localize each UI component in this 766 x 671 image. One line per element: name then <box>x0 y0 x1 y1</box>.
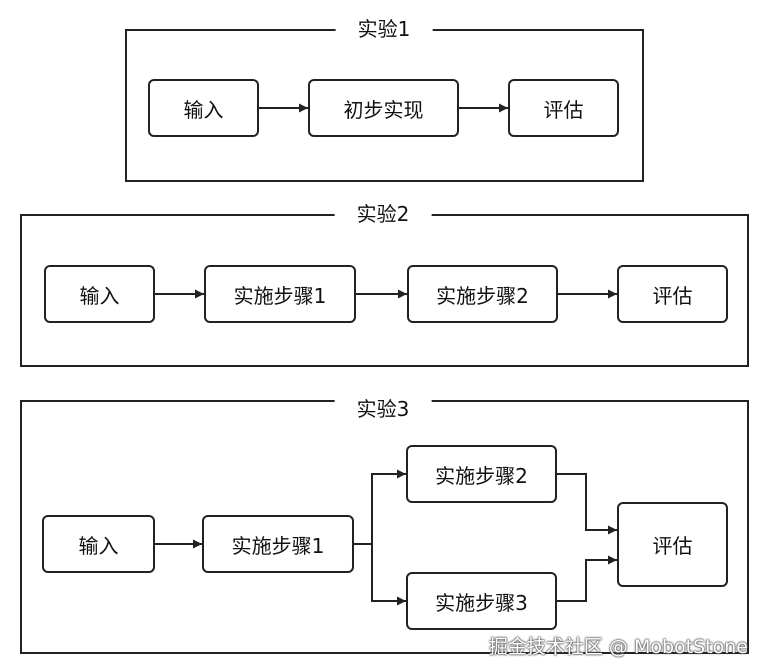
frame-title-experiment-1: 实验1 <box>335 15 433 43</box>
frame-title-experiment-3: 实验3 <box>334 395 432 423</box>
arrow-exp3-step1-to-step2 <box>354 469 406 545</box>
exp1-input-node[interactable]: 输入 <box>148 79 259 137</box>
exp3-step3-node[interactable]: 实施步骤3 <box>406 572 557 630</box>
exp3-step2-node[interactable]: 实施步骤2 <box>406 445 557 503</box>
exp2-step2-node[interactable]: 实施步骤2 <box>407 265 558 323</box>
exp3-step1-node[interactable]: 实施步骤1 <box>202 515 354 573</box>
frame-title-experiment-2: 实验2 <box>334 200 432 228</box>
exp2-input-node[interactable]: 输入 <box>44 265 155 323</box>
watermark-text: 掘金技术社区 @ MobotStone <box>488 636 748 658</box>
arrow-exp3-step1-to-step3 <box>371 544 406 606</box>
exp2-step1-node[interactable]: 实施步骤1 <box>204 265 356 323</box>
arrow-exp3-step3-to-evaluate <box>557 555 617 602</box>
exp3-input-node[interactable]: 输入 <box>42 515 155 573</box>
arrow-exp3-step2-to-evaluate <box>557 473 617 535</box>
exp1-evaluate-node[interactable]: 评估 <box>508 79 619 137</box>
exp1-initial-implementation-node[interactable]: 初步实现 <box>308 79 459 137</box>
exp2-evaluate-node[interactable]: 评估 <box>617 265 728 323</box>
exp3-evaluate-node[interactable]: 评估 <box>617 502 728 587</box>
